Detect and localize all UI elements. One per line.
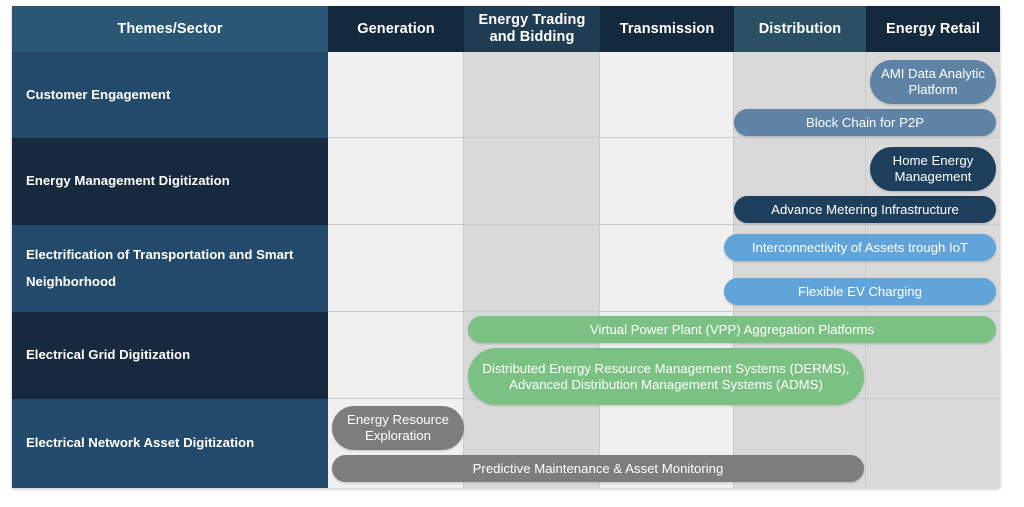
cell-energy-management-energy-trading[interactable] [464,138,600,225]
initiative-pill[interactable]: Predictive Maintenance & Asset Monitorin… [332,455,864,482]
initiative-pill[interactable]: Distributed Energy Resource Management S… [468,348,864,405]
column-header-energy-trading-and-bidding[interactable]: Energy Trading and Bidding [464,6,600,52]
initiative-pill-label: Advance Metering Infrastructure [771,201,959,217]
cell-customer-engagement-transmission[interactable] [600,52,734,138]
initiative-pill[interactable]: Advance Metering Infrastructure [734,196,996,223]
column-header-themes-sector[interactable]: Themes/Sector [12,6,328,52]
initiative-pill-label: Flexible EV Charging [798,283,922,299]
row-label-electrical-grid-digitization[interactable]: Electrical Grid Digitization [12,312,328,399]
cell-customer-engagement-generation[interactable] [328,52,464,138]
column-header-generation[interactable]: Generation [328,6,464,52]
cell-customer-engagement-energy-trading[interactable] [464,52,600,138]
initiative-pill-label: AMI Data Analytic Platform [880,66,986,97]
cell-energy-management-generation[interactable] [328,138,464,225]
initiative-pill-label: Block Chain for P2P [805,114,924,130]
cell-electrification-energy-trading[interactable] [464,225,600,312]
table-header: Themes/Sector Generation Energy Trading … [12,6,1000,52]
initiative-pill-label: Predictive Maintenance & Asset Monitorin… [472,460,724,476]
initiative-pill-label: Energy Resource Exploration [347,412,449,443]
cell-network-asset-energy-retail[interactable] [866,399,1000,488]
column-header-distribution[interactable]: Distribution [734,6,866,52]
column-header-energy-retail[interactable]: Energy Retail [866,6,1000,52]
cell-electrification-generation[interactable] [328,225,464,312]
initiative-pill[interactable]: Flexible EV Charging [724,278,996,305]
initiative-pill[interactable]: Block Chain for P2P [734,109,996,136]
row-label-electrical-network-asset-digitization[interactable]: Electrical Network Asset Digitization [12,399,328,488]
initiative-pill[interactable]: AMI Data Analytic Platform [870,60,996,104]
initiative-pill-label: Distributed Energy Resource Management S… [482,360,850,392]
cell-energy-management-transmission[interactable] [600,138,734,225]
initiative-pill[interactable]: Home Energy Management [870,147,996,191]
row-label-customer-engagement[interactable]: Customer Engagement [12,52,328,138]
row-label-energy-management-digitization[interactable]: Energy Management Digitization [12,138,328,225]
row-label-electrification-transportation-smart-neighborhood[interactable]: Electrification of Transportation and Sm… [12,225,328,312]
initiative-pill[interactable]: Interconnectivity of Assets trough IoT [724,234,996,261]
cell-grid-digitization-generation[interactable] [328,312,464,399]
initiative-pill[interactable]: Virtual Power Plant (VPP) Aggregation Pl… [468,316,996,343]
initiative-pill-label: Interconnectivity of Assets trough IoT [751,239,969,255]
initiative-pill[interactable]: Energy Resource Exploration [332,406,464,450]
header-row: Themes/Sector Generation Energy Trading … [12,6,1000,52]
initiative-pill-label: Virtual Power Plant (VPP) Aggregation Pl… [589,321,875,337]
initiative-pill-label: Home Energy Management [892,153,974,184]
cell-electrification-transmission[interactable] [600,225,734,312]
column-header-transmission[interactable]: Transmission [600,6,734,52]
